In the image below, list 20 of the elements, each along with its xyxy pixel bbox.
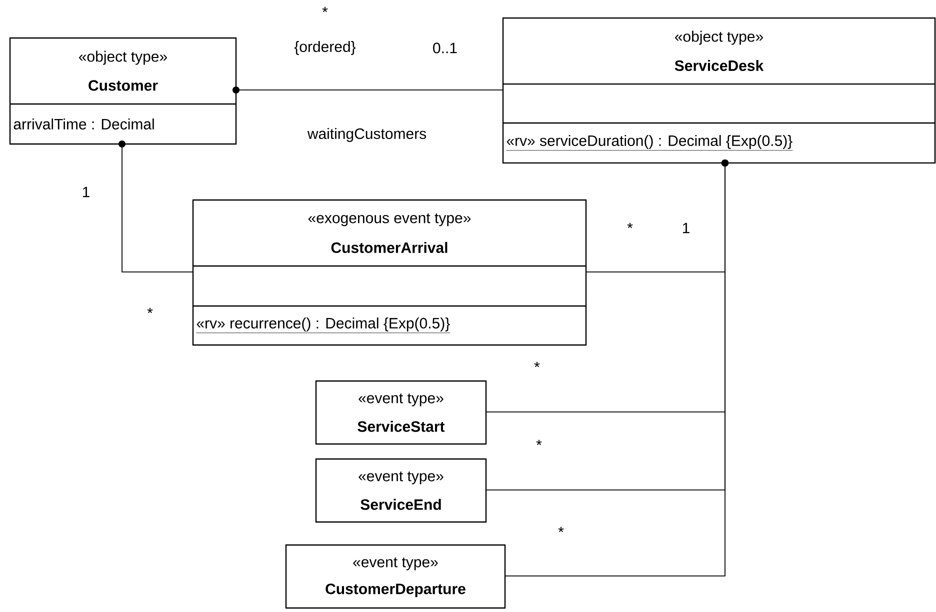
multiplicity-label: 0..1 xyxy=(433,42,457,54)
association-line xyxy=(232,86,504,94)
class-box: «event type» CustomerDeparture xyxy=(285,544,506,609)
association-line xyxy=(118,140,194,272)
multiplicity-label: 1 xyxy=(82,186,90,198)
association-line xyxy=(504,159,728,576)
multiplicity-label: * xyxy=(558,526,564,532)
class-box: «exogenous event type» CustomerArrival «rv» recurrence() : Decimal {Exp(0.5)} xyxy=(192,199,587,346)
class-box: «event type» ServiceStart xyxy=(315,380,487,445)
multiplicity-label: * xyxy=(627,222,633,228)
multiplicity-label: {ordered} xyxy=(294,41,356,55)
multiplicity-label: * xyxy=(322,6,328,12)
multiplicity-label: 1 xyxy=(682,222,690,234)
class-box: «object type» ServiceDesk «rv» serviceDuration() : Decimal {Exp(0.5)} xyxy=(502,17,936,164)
multiplicity-label: * xyxy=(536,440,542,446)
class-box: «event type» ServiceEnd xyxy=(315,458,487,523)
multiplicity-label: * xyxy=(534,362,540,368)
class-box: «object type» Customer arrivalTime : Decimal xyxy=(9,37,237,145)
multiplicity-label: * xyxy=(147,308,153,314)
multiplicity-label: waitingCustomers xyxy=(307,128,426,142)
